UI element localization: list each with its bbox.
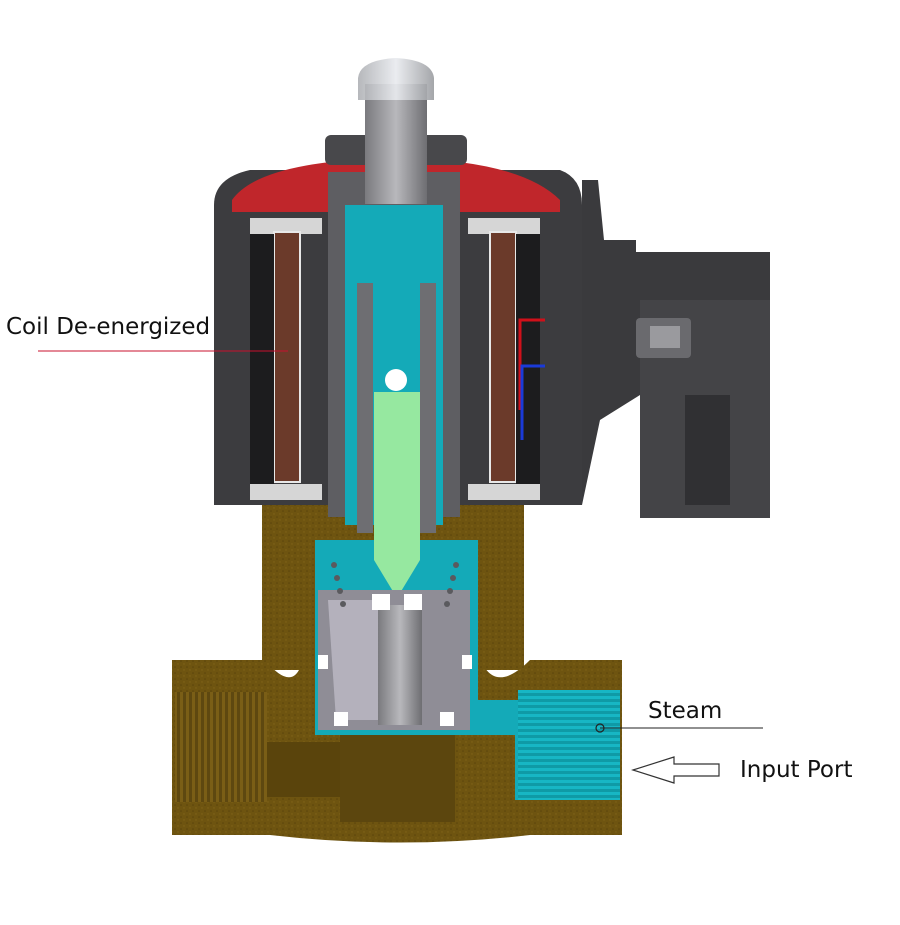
valve-seat — [318, 562, 472, 730]
coil-windings — [250, 218, 545, 500]
plunger — [374, 369, 420, 598]
leader-lines — [38, 350, 763, 733]
input-port-label: Input Port — [740, 757, 853, 783]
coil-label: Coil De-energized — [6, 314, 211, 340]
input-arrow-icon — [631, 756, 720, 784]
steam-leader-dot — [595, 723, 605, 733]
steam-label: Steam — [648, 698, 723, 724]
